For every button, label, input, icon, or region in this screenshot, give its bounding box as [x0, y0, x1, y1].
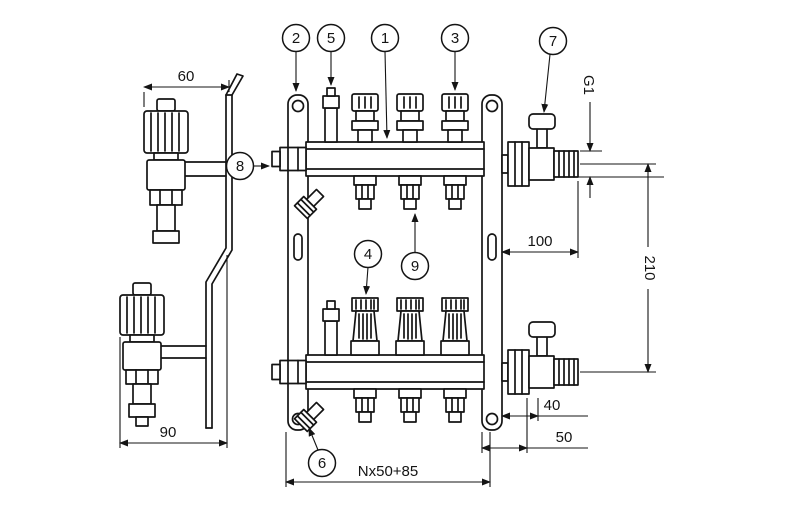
callout-1: 1: [370, 23, 400, 139]
flow-meter: [351, 93, 379, 143]
side-view: [119, 73, 244, 429]
dim-label-100: 100: [527, 233, 552, 250]
dimension-210: [580, 163, 657, 373]
svg-text:9: 9: [411, 258, 419, 275]
callout-7: 7: [538, 26, 568, 113]
svg-text:2: 2: [292, 30, 300, 47]
thermostatic-insert: [395, 297, 425, 356]
callout-8: 8: [225, 151, 270, 181]
dim-label-50: 50: [556, 429, 573, 446]
dimension-60: [143, 80, 230, 107]
callout-2: 2: [281, 23, 311, 92]
manifold-bar-top: [305, 141, 485, 177]
thermostatic-insert: [440, 297, 470, 356]
callout-9: 9: [400, 213, 430, 281]
outlet-connector: [398, 388, 422, 423]
manifold-bar-bottom: [305, 354, 485, 390]
dim-label-g1: G1: [580, 75, 597, 95]
dim-label-total: Nx50+85: [358, 463, 418, 480]
outlet-connector: [443, 388, 467, 423]
end-plug-top: [271, 146, 307, 172]
svg-text:7: 7: [549, 33, 557, 50]
air-vent-top: [322, 87, 340, 143]
callout-6: 6: [307, 427, 337, 478]
ball-valve-bottom: [501, 321, 579, 395]
air-vent-bottom: [322, 300, 340, 356]
dimension-labels: 60 90 G1 100 210 40 50 Nx50+85: [160, 68, 658, 480]
dimension-lines: [119, 80, 664, 487]
flow-meter: [441, 93, 469, 143]
svg-text:8: 8: [236, 158, 244, 175]
mounting-rail-right: [481, 94, 503, 431]
dimension-100: [501, 181, 579, 258]
outlet-connector: [353, 175, 377, 210]
svg-text:3: 3: [451, 30, 459, 47]
dimension-g1: [575, 102, 664, 198]
dim-label-40: 40: [544, 397, 561, 414]
svg-text:1: 1: [381, 30, 389, 47]
dimension-total: [285, 432, 491, 487]
side-view-top-valve: [143, 98, 227, 244]
dimension-90: [119, 255, 228, 448]
dimension-40: [501, 398, 588, 421]
outlet-connector: [353, 388, 377, 423]
callout-3: 3: [440, 23, 470, 91]
svg-text:4: 4: [364, 246, 372, 263]
ball-valve-top: [501, 113, 579, 187]
outlet-connector: [398, 175, 422, 210]
side-view-bottom-valve: [119, 282, 207, 427]
flow-meter: [396, 93, 424, 143]
dim-label-210: 210: [641, 255, 658, 280]
dim-label-60: 60: [178, 68, 195, 85]
end-plug-bottom: [271, 359, 307, 385]
callouts: 2 5 1 3 7 8 4: [225, 23, 568, 478]
callout-4: 4: [353, 239, 383, 295]
outlet-connector: [443, 175, 467, 210]
svg-text:5: 5: [327, 30, 335, 47]
mounting-bracket-profile: [205, 73, 244, 429]
callout-5: 5: [316, 23, 346, 86]
thermostatic-insert: [350, 297, 380, 356]
dim-label-90: 90: [160, 424, 177, 441]
svg-text:6: 6: [318, 455, 326, 472]
